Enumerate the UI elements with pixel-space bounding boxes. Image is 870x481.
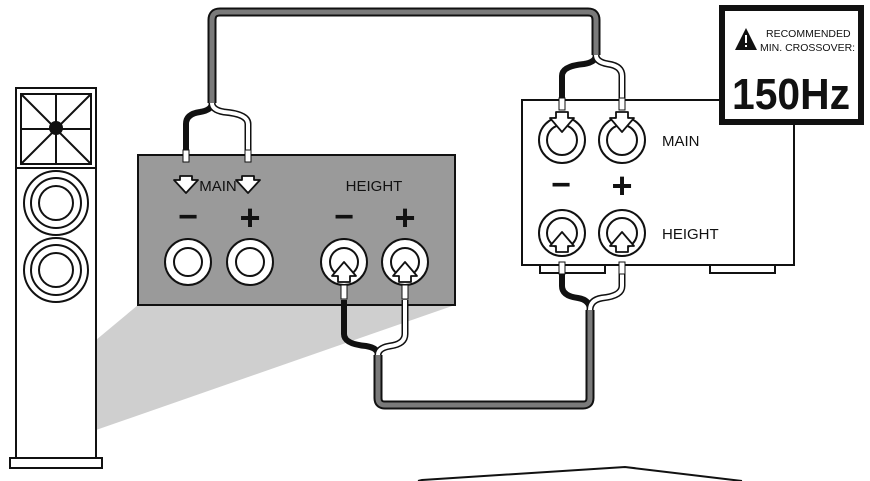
receiver-minus-sign: − bbox=[551, 166, 571, 204]
tweeter bbox=[49, 121, 63, 135]
speaker-height-plus-sign: + bbox=[394, 197, 415, 238]
arrow-down-icon bbox=[173, 175, 199, 194]
crossover-badge: RECOMMENDED MIN. CROSSOVER: 150Hz bbox=[719, 5, 864, 125]
speaker-height-minus-sign: − bbox=[334, 198, 354, 236]
connection-arrows bbox=[173, 111, 635, 283]
height-speaker-cable bbox=[340, 261, 626, 410]
partial-outline bbox=[417, 465, 743, 481]
speaker-main-label: MAIN bbox=[199, 178, 237, 195]
main-speaker-cable bbox=[182, 7, 626, 163]
speaker-projection bbox=[96, 305, 455, 430]
arrow-down-icon bbox=[235, 175, 261, 194]
receiver-height-label: HEIGHT bbox=[662, 226, 719, 243]
arrow-down-icon bbox=[609, 111, 635, 133]
arrow-up-icon bbox=[392, 261, 418, 283]
receiver-plus-sign: + bbox=[611, 165, 632, 206]
tower-speaker bbox=[9, 87, 103, 469]
arrow-up-icon bbox=[609, 231, 635, 253]
badge-line2: MIN. CROSSOVER: bbox=[760, 42, 855, 54]
arrow-up-icon bbox=[331, 261, 357, 283]
speaker-main-plus-sign: + bbox=[239, 197, 260, 238]
speaker-main-plus-terminal[interactable] bbox=[226, 238, 274, 286]
speaker-main-minus-sign: − bbox=[178, 198, 198, 236]
receiver-main-label: MAIN bbox=[662, 133, 700, 150]
crossover-value: 150Hz bbox=[732, 70, 850, 119]
speaker-main-minus-terminal[interactable] bbox=[164, 238, 212, 286]
arrow-down-icon bbox=[549, 111, 575, 133]
badge-line1: RECOMMENDED bbox=[766, 28, 851, 40]
receiver-main-minus-terminal[interactable] bbox=[538, 116, 586, 164]
speaker-height-label: HEIGHT bbox=[346, 178, 403, 195]
arrow-up-icon bbox=[549, 231, 575, 253]
